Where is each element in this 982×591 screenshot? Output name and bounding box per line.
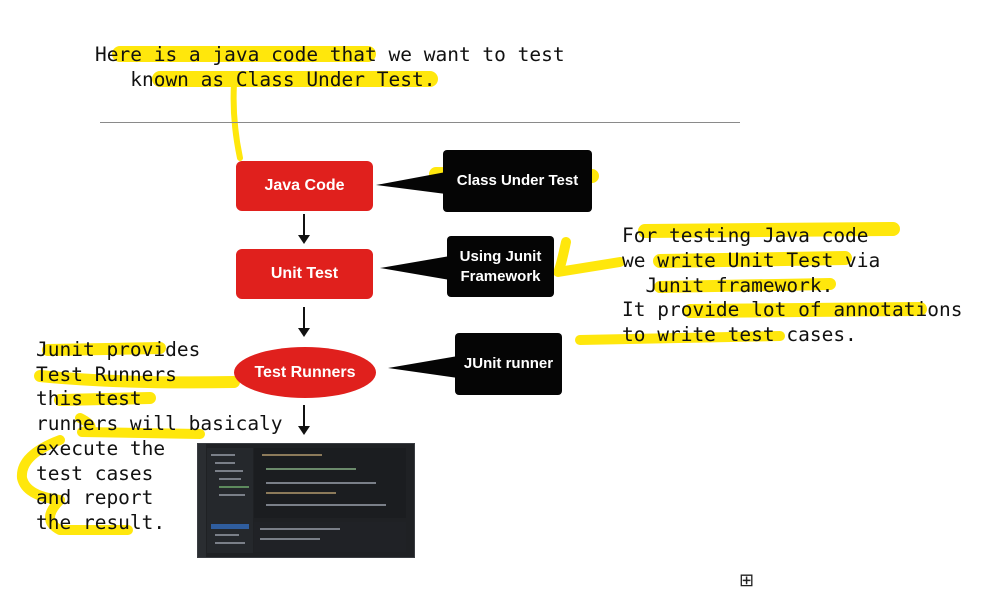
right-note-line-3: Junit framework. (622, 274, 834, 297)
left-note-line-8: the result. (36, 511, 166, 534)
arrow-down-3 (298, 405, 310, 435)
left-note-line-1: Junit provides (36, 338, 201, 361)
arrow-down-1 (298, 214, 310, 244)
left-note-line-4: runners will basicaly (36, 412, 283, 435)
class-under-test-callout: Class Under Test (443, 150, 592, 212)
right-note-line-4: It provide lot of annotations (622, 298, 963, 321)
top-note-line-2: known as Class Under Test. (95, 68, 436, 91)
java-code-box: Java Code (236, 161, 373, 211)
right-note-line-2: we write Unit Test via (622, 249, 881, 272)
left-note-line-3: this test (36, 387, 142, 410)
ide-screenshot-thumbnail (197, 443, 415, 558)
move-icon[interactable]: ⊞ (739, 570, 755, 591)
using-junit-line-1: Using Junit (459, 247, 542, 265)
arrow-down-2 (298, 307, 310, 337)
left-note-line-5: execute the (36, 437, 166, 460)
callout-pointer-2 (380, 256, 450, 280)
using-junit-callout: Using Junit Framework (447, 236, 554, 297)
test-runners-ellipse: Test Runners (234, 347, 376, 398)
right-note-line-5: to write test cases. (622, 323, 857, 346)
callout-pointer-3 (388, 356, 458, 378)
top-note-line-1: Here is a java code that we want to test (95, 43, 565, 66)
right-note-line-1: For testing Java code (622, 224, 869, 247)
left-note-line-6: test cases (36, 462, 154, 485)
left-note-line-2: Test Runners (36, 363, 177, 386)
left-note-line-7: and report (36, 486, 154, 509)
callout-pointer-1 (376, 172, 446, 194)
divider (100, 122, 740, 123)
unit-test-box: Unit Test (236, 249, 373, 299)
using-junit-line-2: Framework (460, 267, 541, 285)
junit-runner-callout: JUnit runner (455, 333, 562, 395)
